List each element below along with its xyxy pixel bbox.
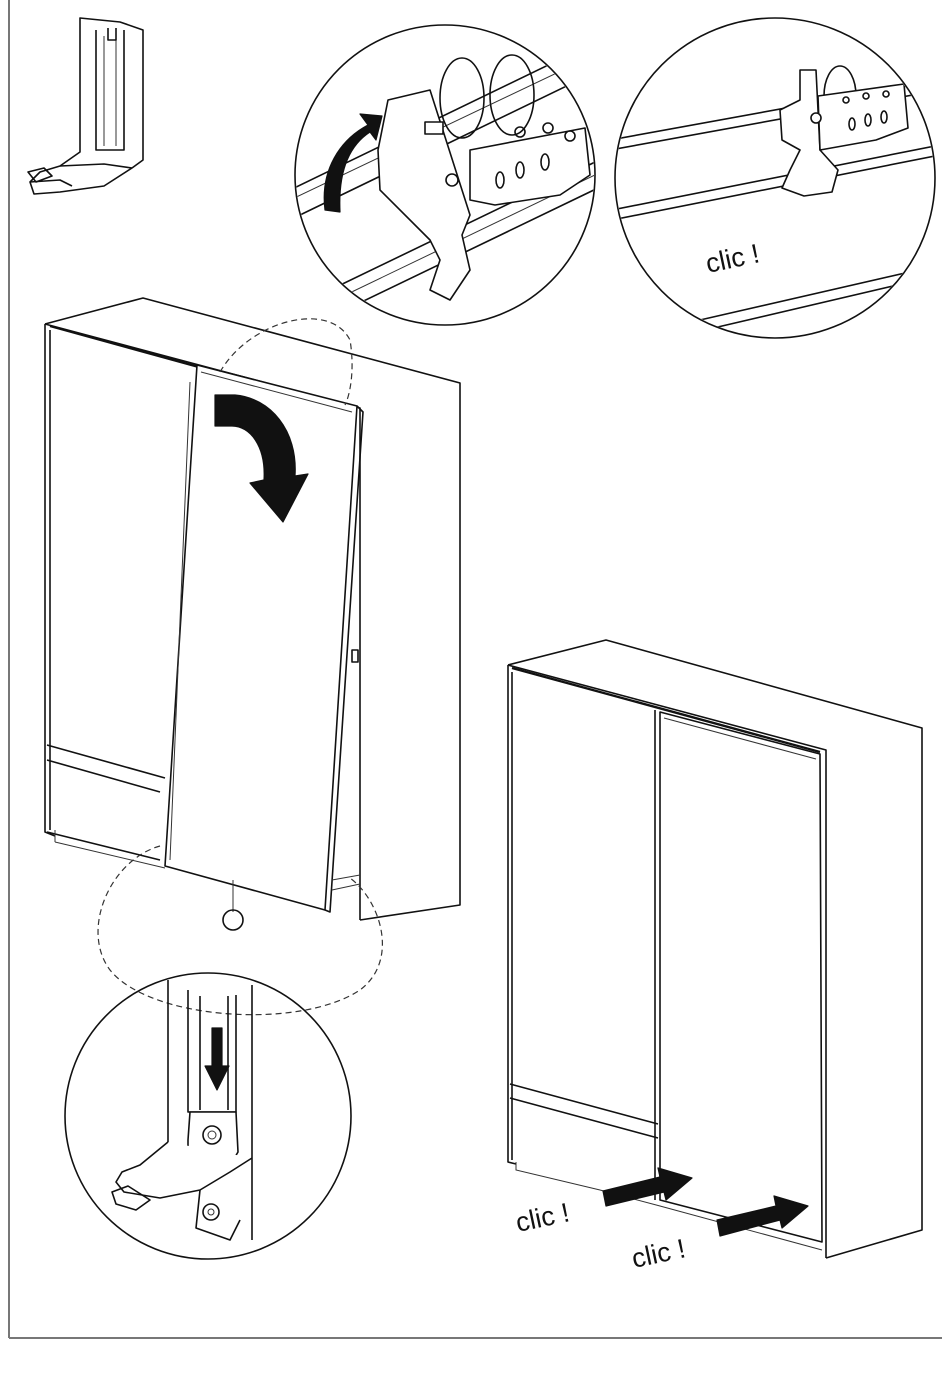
clic-label-detail: clic ! — [703, 238, 762, 279]
detail-circle-clic: clic ! — [610, 18, 940, 338]
wardrobe-doors-closed: clic ! clic ! — [508, 640, 922, 1274]
wardrobe-installing-door — [45, 298, 460, 1015]
detail-circle-bottom-guide — [65, 973, 351, 1259]
guide-bracket-part — [28, 18, 143, 194]
rotate-arrow-icon — [324, 114, 382, 212]
clic-label-left: clic ! — [513, 1197, 572, 1238]
detail-circle-top-runner — [290, 25, 625, 325]
clic-label-right: clic ! — [629, 1233, 688, 1274]
down-arrow-icon — [205, 1028, 229, 1090]
